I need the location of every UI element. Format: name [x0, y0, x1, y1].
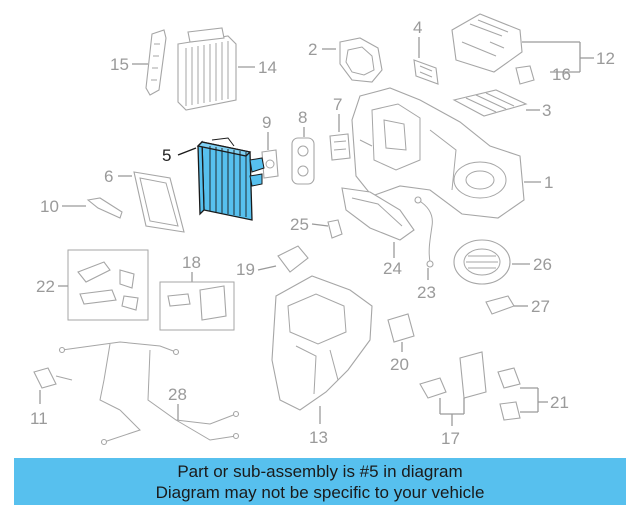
part-27-resistor	[485, 295, 515, 315]
callout-21: 21	[550, 393, 569, 412]
part-22-group	[67, 249, 149, 321]
part-18-group	[159, 281, 235, 331]
callout-20: 20	[390, 355, 409, 374]
part-17-group	[419, 351, 487, 399]
callout-14: 14	[258, 58, 277, 77]
callout-5: 5	[162, 146, 171, 165]
callout-4: 4	[413, 18, 422, 37]
callout-16: 16	[552, 65, 571, 84]
part-5-evaporator	[196, 137, 265, 221]
part-14-heater-core	[177, 27, 237, 111]
banner-line-2: Diagram may not be specific to your vehi…	[155, 483, 485, 502]
part-16-connector	[515, 65, 535, 85]
part-20-bracket	[387, 313, 415, 343]
part-21-group	[497, 367, 521, 421]
callout-15: 15	[110, 55, 129, 74]
part-25-clip	[327, 219, 343, 239]
part-4-plate	[413, 59, 439, 85]
part-11-sensor	[33, 367, 73, 389]
part-1-hvac-case	[351, 87, 525, 219]
callout-19: 19	[236, 260, 255, 279]
part-19-actuator	[277, 245, 309, 273]
part-24-duct	[341, 187, 415, 241]
part-6-seal	[133, 171, 185, 233]
callout-8: 8	[298, 108, 307, 127]
part-12-cover	[451, 13, 523, 73]
part-10-sensor	[86, 197, 123, 219]
callout-26: 26	[533, 255, 552, 274]
callout-22: 22	[36, 277, 55, 296]
part-23-hose	[414, 196, 434, 268]
part-9-bracket	[261, 149, 279, 179]
part-28-harness	[58, 341, 240, 446]
callout-24: 24	[383, 259, 402, 278]
callout-10: 10	[40, 197, 59, 216]
callout-18: 18	[182, 253, 201, 272]
callout-17: 17	[441, 429, 460, 448]
part-26-blower-motor	[453, 239, 511, 285]
part-13-lower-case	[271, 275, 373, 411]
part-7-valve	[329, 133, 351, 161]
callout-6: 6	[104, 167, 113, 186]
info-banner: Part or sub-assembly is #5 in diagram Di…	[14, 458, 626, 505]
callout-12: 12	[596, 49, 615, 68]
banner-line-1: Part or sub-assembly is #5 in diagram	[177, 462, 463, 481]
part-2-seal	[339, 37, 383, 83]
callout-3: 3	[542, 101, 551, 120]
callout-7: 7	[333, 95, 342, 114]
part-3-filter	[452, 89, 528, 117]
callout-9: 9	[262, 113, 271, 132]
callout-2: 2	[308, 40, 317, 59]
callout-23: 23	[417, 283, 436, 302]
callout-28: 28	[168, 385, 187, 404]
part-8-gasket	[291, 137, 315, 185]
part-15-bracket	[145, 29, 167, 96]
callout-11: 11	[30, 409, 48, 428]
callout-1: 1	[544, 173, 553, 192]
callout-25: 25	[290, 215, 309, 234]
callout-13: 13	[309, 428, 328, 447]
callout-27: 27	[531, 297, 550, 316]
parts-diagram: 15 14 2 4 12 16 3	[30, 13, 615, 448]
